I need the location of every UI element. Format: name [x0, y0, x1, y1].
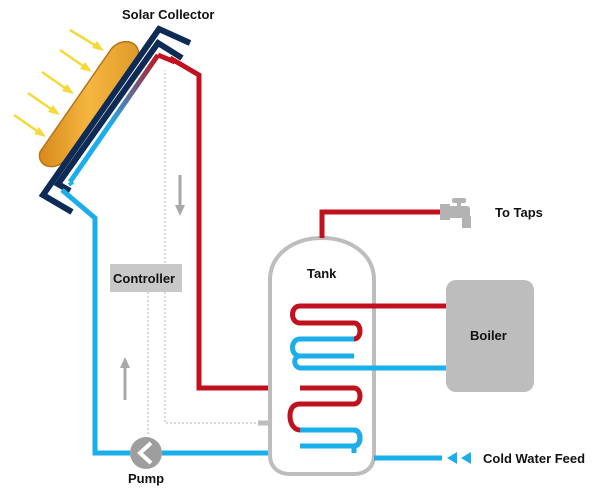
controller-wiring: [147, 70, 258, 436]
sun-ray-icon: [59, 48, 92, 72]
cold-feed-arrow-icon: [447, 452, 471, 464]
sun-rays: [13, 28, 104, 137]
cold-water-feed-label: Cold Water Feed: [483, 451, 585, 466]
pump-chevron-icon: [130, 437, 162, 469]
solar-collector-label: Solar Collector: [122, 7, 214, 22]
to-taps-label: To Taps: [495, 205, 543, 220]
flow-arrow-icon: [120, 357, 130, 400]
flow-arrow-icon: [175, 175, 185, 216]
collector-frame: [38, 25, 192, 215]
controller: [110, 264, 182, 292]
tank-label: Tank: [307, 266, 337, 281]
sun-ray-icon: [69, 28, 104, 51]
sun-ray-icon: [41, 70, 74, 94]
boiler-label: Boiler: [470, 328, 507, 343]
controller-label: Controller: [113, 271, 175, 286]
sun-ray-icon: [27, 91, 60, 115]
cold-feed-pipe: [374, 452, 471, 464]
pump-label: Pump: [128, 471, 164, 486]
water-tap-icon: [440, 198, 471, 228]
sun-ray-icon: [13, 113, 46, 137]
taps-pipe: [319, 209, 442, 238]
boiler: [446, 280, 534, 392]
solar-coil: [287, 385, 363, 453]
boiler-coil: [290, 303, 446, 371]
